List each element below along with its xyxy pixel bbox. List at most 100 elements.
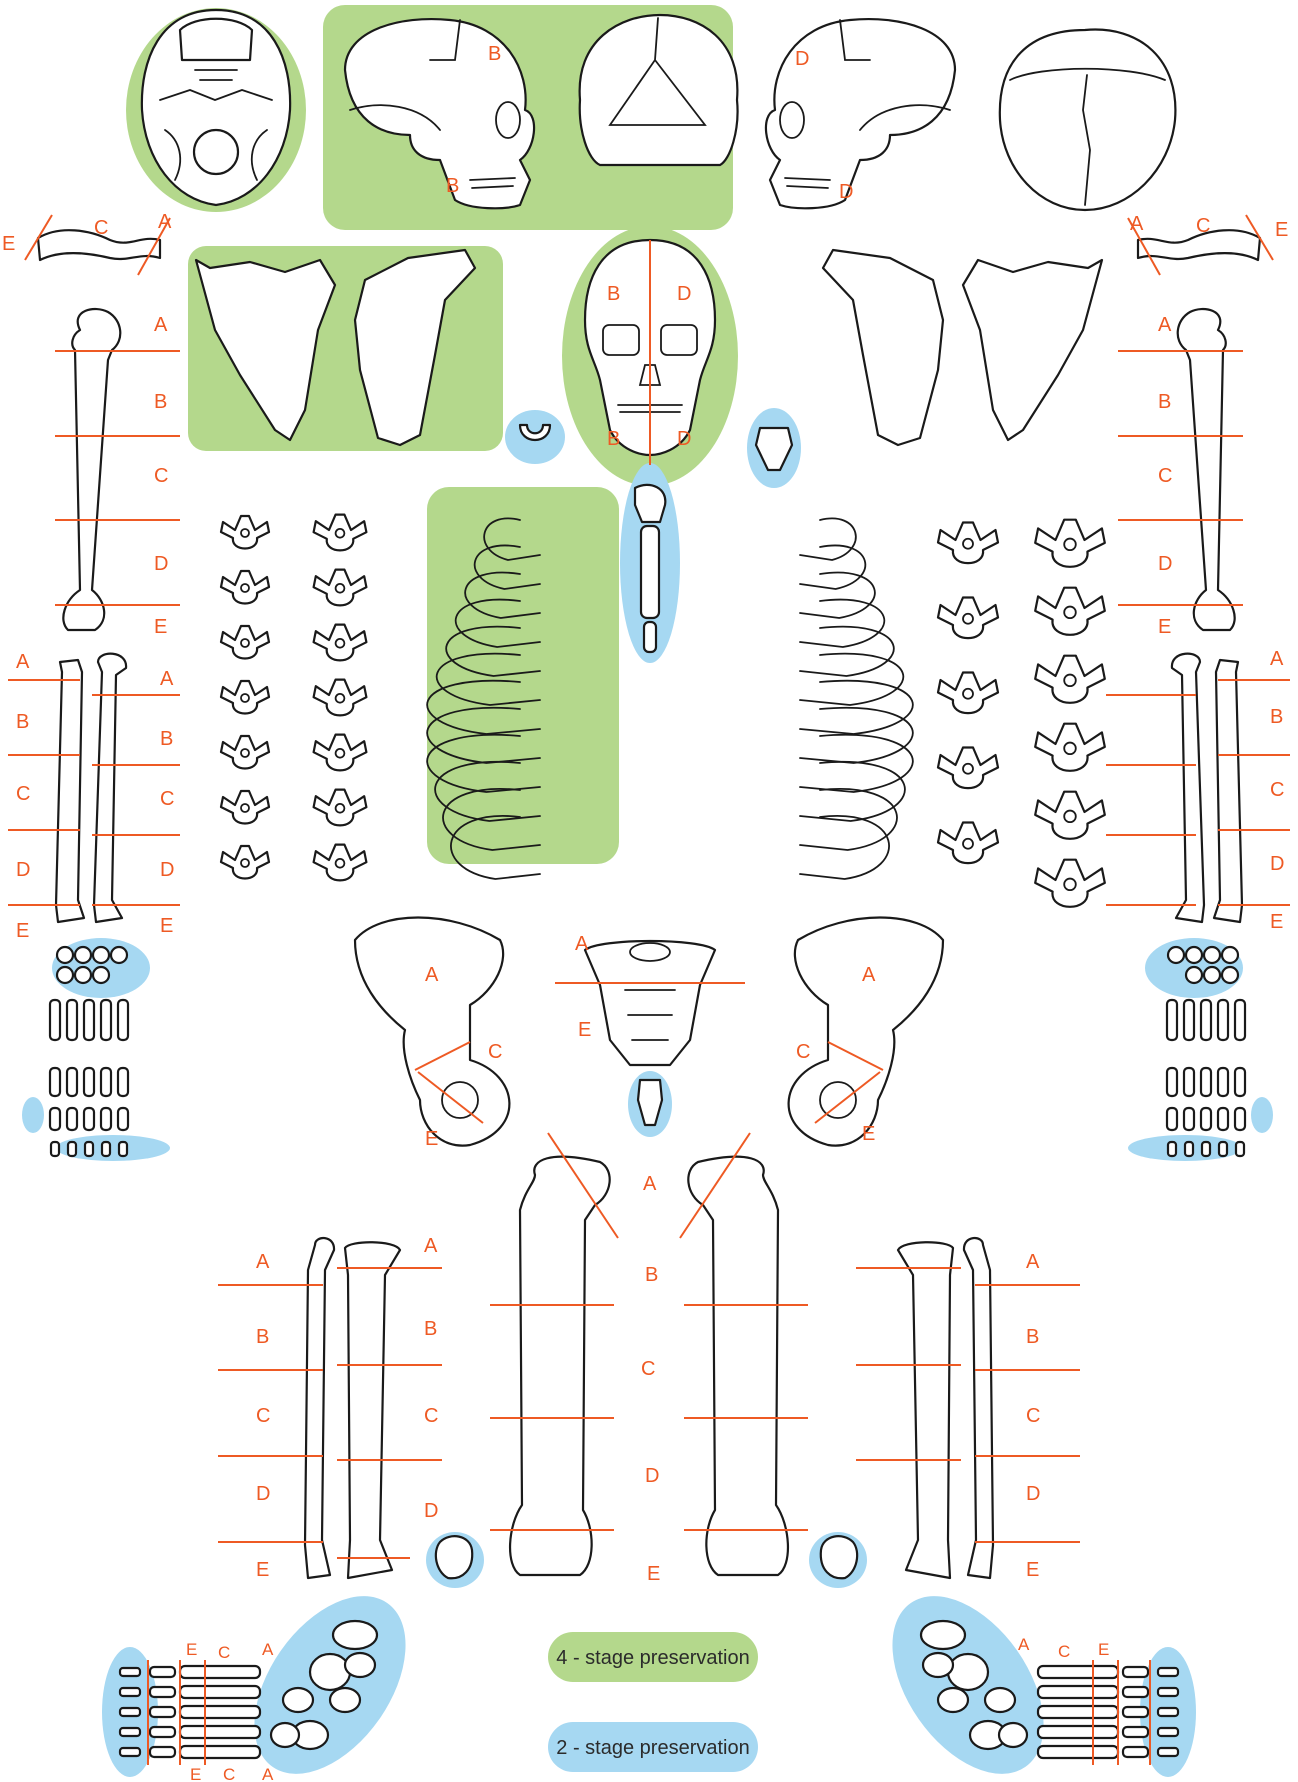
distal-phalanx — [51, 1142, 59, 1156]
carpal — [1186, 947, 1202, 963]
vertebra — [221, 571, 269, 604]
rib — [800, 545, 865, 589]
phalanx — [1184, 1108, 1194, 1130]
tarsal — [345, 1653, 375, 1677]
rib — [800, 600, 884, 647]
zone-label-C: C — [94, 217, 108, 239]
carpal — [1222, 967, 1238, 983]
forearm-left — [56, 654, 126, 922]
metacarpal — [1235, 1000, 1245, 1040]
carpal — [1186, 967, 1202, 983]
phalanx — [118, 1108, 128, 1130]
metacarpal — [118, 1000, 128, 1040]
os-coxae-left — [355, 918, 509, 1146]
phalanx — [1158, 1708, 1178, 1716]
zone-label-D: D — [795, 48, 809, 70]
phalanx — [50, 1068, 60, 1096]
phalanx — [1235, 1068, 1245, 1096]
zone-label-B: B — [424, 1318, 437, 1340]
tarsal — [330, 1688, 360, 1712]
metatarsal — [1038, 1726, 1118, 1738]
carpal — [1204, 947, 1220, 963]
zone-label-B: B — [256, 1326, 269, 1348]
tarsal — [271, 1723, 299, 1747]
zone-label-A: A — [262, 1765, 274, 1782]
ribs-right — [800, 518, 913, 879]
phalanx — [84, 1068, 94, 1096]
vertebra — [1035, 656, 1105, 703]
rib — [800, 627, 894, 676]
lower-leg-left — [305, 1238, 400, 1578]
zone-label-B: B — [645, 1264, 658, 1286]
tarsal — [923, 1653, 953, 1677]
phalanx — [1235, 1108, 1245, 1130]
femur-left — [510, 1157, 610, 1575]
zone-label-C: C — [488, 1041, 502, 1063]
carpal — [75, 967, 91, 983]
vertebra — [1035, 520, 1105, 567]
zone-label-D: D — [16, 859, 30, 881]
zone-label-A: A — [425, 964, 439, 986]
carpal — [111, 947, 127, 963]
distal-phalanx — [1168, 1142, 1176, 1156]
zone-label-A: A — [262, 1640, 274, 1659]
zone-label-B: B — [16, 711, 29, 733]
phalanx — [150, 1747, 175, 1757]
vertebra — [314, 845, 367, 881]
distal-phalanx — [68, 1142, 76, 1156]
phalanx — [120, 1688, 140, 1696]
zone-label-D: D — [160, 859, 174, 881]
zone-label-C: C — [1058, 1642, 1070, 1661]
zone-label-E: E — [16, 920, 29, 942]
metatarsal — [180, 1746, 260, 1758]
zone-label-A: A — [158, 211, 172, 233]
zone-label-D: D — [424, 1500, 438, 1522]
zone-label-E: E — [160, 915, 173, 937]
distal-phalanx — [1185, 1142, 1193, 1156]
metatarsal — [1038, 1706, 1118, 1718]
vertebra — [314, 735, 367, 771]
tarsal — [948, 1654, 988, 1690]
rib — [800, 573, 875, 618]
vertebra — [221, 846, 269, 879]
metatarsal — [1038, 1746, 1118, 1758]
vertebra — [938, 673, 998, 714]
phalanx — [1184, 1068, 1194, 1096]
sesamoid-right-region — [1251, 1097, 1273, 1133]
humerus-right — [1178, 309, 1235, 630]
vertebra — [221, 791, 269, 824]
vertebra — [938, 523, 998, 564]
phalanx — [84, 1108, 94, 1130]
phalanx — [120, 1748, 140, 1756]
tarsal — [921, 1621, 965, 1649]
carpal — [57, 967, 73, 983]
metacarpal — [84, 1000, 94, 1040]
tarsal — [985, 1688, 1015, 1712]
phalanx — [150, 1667, 175, 1677]
femur-right — [688, 1157, 788, 1575]
tarsal — [310, 1654, 350, 1690]
ribs-region — [427, 487, 619, 864]
zone-label-E: E — [647, 1563, 660, 1585]
phalanx — [150, 1687, 175, 1697]
zone-label-C: C — [1196, 215, 1210, 237]
humerus-left — [63, 309, 120, 630]
phalanx — [1201, 1068, 1211, 1096]
phalanx — [1201, 1108, 1211, 1130]
vertebra — [221, 626, 269, 659]
zone-label-E: E — [1026, 1559, 1039, 1581]
zone-label-A: A — [1026, 1251, 1040, 1273]
phalanx — [101, 1068, 111, 1096]
zone-label-C: C — [1270, 779, 1284, 801]
zone-label-A: A — [424, 1235, 438, 1257]
zone-label-E: E — [862, 1123, 875, 1145]
vertebra — [314, 570, 367, 606]
distal-phalanx — [1202, 1142, 1210, 1156]
vertebra — [938, 598, 998, 639]
zone-label-A: A — [154, 314, 168, 336]
distal-phalanx — [85, 1142, 93, 1156]
distal-phalanx — [102, 1142, 110, 1156]
tarsal — [283, 1688, 313, 1712]
